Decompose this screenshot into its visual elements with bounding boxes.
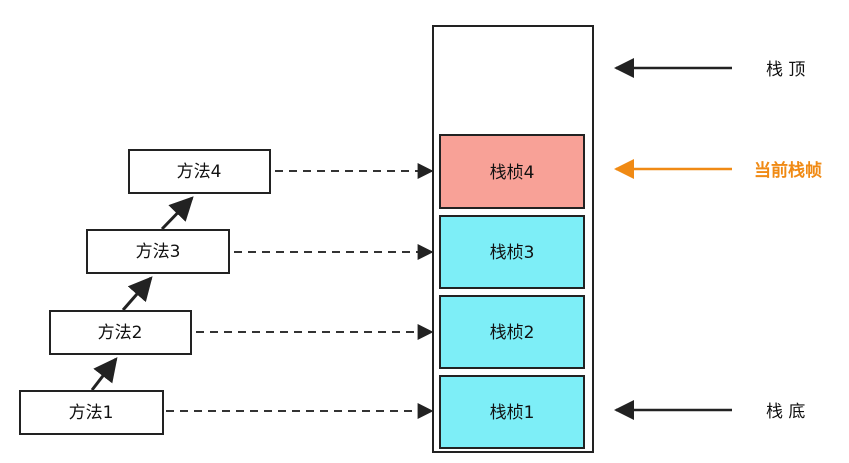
stack-top-label: 栈 顶	[766, 60, 805, 80]
stack-frame-1-label: 栈桢1	[490, 403, 535, 423]
stack-frame-4-label: 栈桢4	[490, 163, 535, 183]
method-box-1-rect	[19, 390, 164, 435]
method-box-3: 方法3	[86, 229, 230, 274]
stack-frame-2-box	[439, 295, 585, 369]
stack-frame-2: 栈桢2	[439, 295, 585, 369]
stack-frame-3: 栈桢3	[439, 215, 585, 289]
method-box-1: 方法1	[19, 390, 164, 435]
stack-frame-2-label: 栈桢2	[490, 323, 535, 343]
method-box-2: 方法2	[49, 310, 192, 355]
stack-frame-3-box	[439, 215, 585, 289]
stack-frame-1: 栈桢1	[439, 375, 585, 449]
method-box-3-label: 方法3	[136, 242, 181, 262]
method-box-2-label: 方法2	[98, 323, 143, 343]
stack-frame-4-box	[439, 134, 585, 209]
stack-frame-4: 栈桢4	[439, 134, 585, 209]
call-arrow-3-to-4	[160, 196, 194, 231]
current-frame-label: 当前栈帧	[754, 160, 822, 181]
method-box-1-label: 方法1	[69, 403, 114, 423]
call-arrow-1-to-2	[90, 357, 118, 391]
stack-bottom-label: 栈 底	[766, 402, 805, 422]
call-arrow-2-to-3	[121, 276, 153, 311]
stack-frame-1-box	[439, 375, 585, 449]
method-box-2-rect	[49, 310, 192, 355]
method-box-4: 方法4	[128, 149, 271, 194]
method-box-3-rect	[86, 229, 230, 274]
method-box-4-rect	[128, 149, 271, 194]
method-box-4-label: 方法4	[177, 162, 222, 182]
stack-frame-3-label: 栈桢3	[490, 243, 535, 263]
